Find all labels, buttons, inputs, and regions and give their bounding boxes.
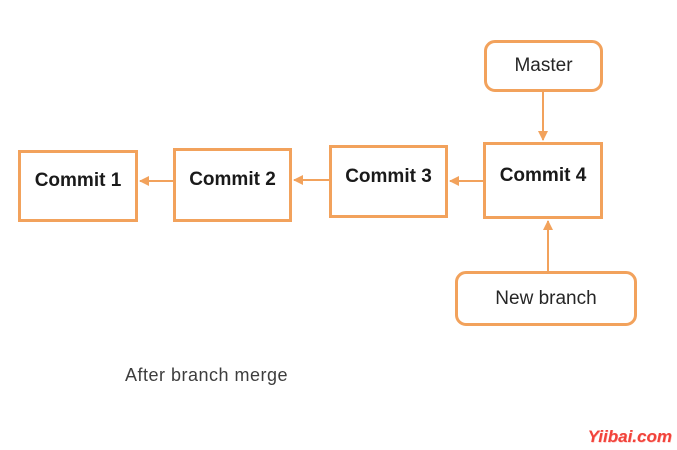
node-commit-3-label: Commit 3: [345, 165, 432, 187]
node-new-branch-label: New branch: [495, 287, 597, 309]
node-commit-1-label: Commit 1: [34, 170, 122, 191]
node-commit-2: Commit 2: [173, 148, 292, 222]
node-commit-3: Commit 3: [329, 145, 448, 218]
node-new-branch: New branch: [455, 271, 637, 326]
node-commit-4: Commit 4: [483, 142, 603, 219]
node-master: Master: [484, 40, 603, 92]
node-commit-1: Commit 1: [18, 150, 138, 222]
node-commit-2-label: Commit 2: [189, 169, 276, 190]
watermark-text: Yiibai.com: [587, 427, 672, 446]
node-master-label: Master: [514, 55, 573, 76]
node-commit-4-label: Commit 4: [499, 164, 587, 186]
diagram-caption: After branch merge: [125, 365, 289, 385]
